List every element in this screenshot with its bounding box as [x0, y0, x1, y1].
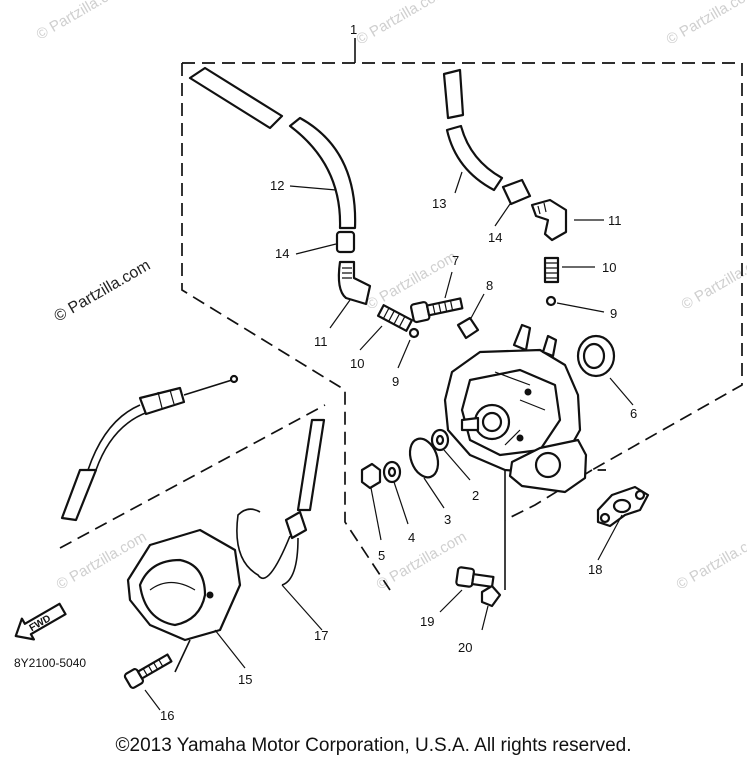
watermark: © Partzilla.com	[374, 528, 470, 593]
elbow-11-right	[530, 198, 568, 242]
drawing-code: 8Y2100-5040	[14, 656, 86, 670]
ball-9-right	[545, 295, 557, 307]
watermark-dark: © Partzilla.com	[52, 257, 154, 326]
bolt-19	[455, 566, 495, 588]
callout-8: 8	[486, 278, 493, 293]
hose-12	[188, 66, 357, 230]
callout-6: 6	[630, 406, 637, 421]
callout-11: 11	[608, 213, 622, 228]
spring-10-left	[376, 304, 414, 332]
callout-18: 18	[588, 562, 602, 577]
callout-9: 9	[610, 306, 617, 321]
callout-9: 9	[392, 374, 399, 389]
copyright-notice: ©2013 Yamaha Motor Corporation, U.S.A. A…	[115, 735, 632, 756]
screw-16	[123, 653, 173, 689]
gasket-18	[596, 485, 650, 528]
watermark: © Partzilla.com	[664, 0, 747, 48]
callout-17: 17	[314, 628, 328, 643]
cable-17	[236, 418, 326, 586]
callout-13: 13	[432, 196, 446, 211]
washer-4	[382, 460, 402, 484]
washer-2	[430, 428, 450, 452]
callout-14: 14	[488, 230, 502, 245]
fwd-arrow: FWD	[14, 602, 67, 641]
washer-20	[480, 584, 502, 608]
callout-12: 12	[270, 178, 284, 193]
callout-10: 10	[602, 260, 616, 275]
bolt-7	[409, 297, 464, 324]
callout-3: 3	[444, 512, 451, 527]
oil-pump	[443, 323, 588, 590]
ball-9-left	[408, 327, 420, 339]
callout-20: 20	[458, 640, 472, 655]
callout-14: 14	[275, 246, 289, 261]
watermark: © Partzilla.com	[354, 0, 450, 48]
washer-8	[456, 316, 480, 340]
callout-2: 2	[472, 488, 479, 503]
watermark: © Partzilla.com	[679, 248, 747, 313]
oil-seal-6	[576, 334, 616, 378]
callout-10: 10	[350, 356, 364, 371]
callouts: 1 12 13 11 14 14 7 10 8 9 11 10 9 6 2 3 …	[14, 22, 637, 723]
watermark: © Partzilla.com	[674, 528, 747, 593]
watermark: © Partzilla.com	[34, 0, 130, 43]
clamp-14-right	[501, 178, 532, 206]
callout-15: 15	[238, 672, 252, 687]
clamp-14-left	[335, 230, 356, 254]
callout-1: 1	[350, 22, 357, 37]
elbow-11-left	[337, 260, 372, 306]
cable	[60, 374, 239, 522]
fwd-label: FWD	[28, 613, 53, 634]
callout-19: 19	[420, 614, 434, 629]
callout-4: 4	[408, 530, 415, 545]
callout-7: 7	[452, 253, 459, 268]
pump-cover-15	[126, 528, 242, 673]
callout-5: 5	[378, 548, 385, 563]
callout-11: 11	[314, 334, 328, 349]
hose-13	[442, 68, 504, 192]
spring-10-right	[543, 256, 560, 284]
leader-lines	[144, 171, 634, 711]
nut-5	[360, 462, 382, 490]
plate-3	[408, 437, 440, 479]
callout-16: 16	[160, 708, 174, 723]
assembly-outline	[59, 38, 743, 591]
